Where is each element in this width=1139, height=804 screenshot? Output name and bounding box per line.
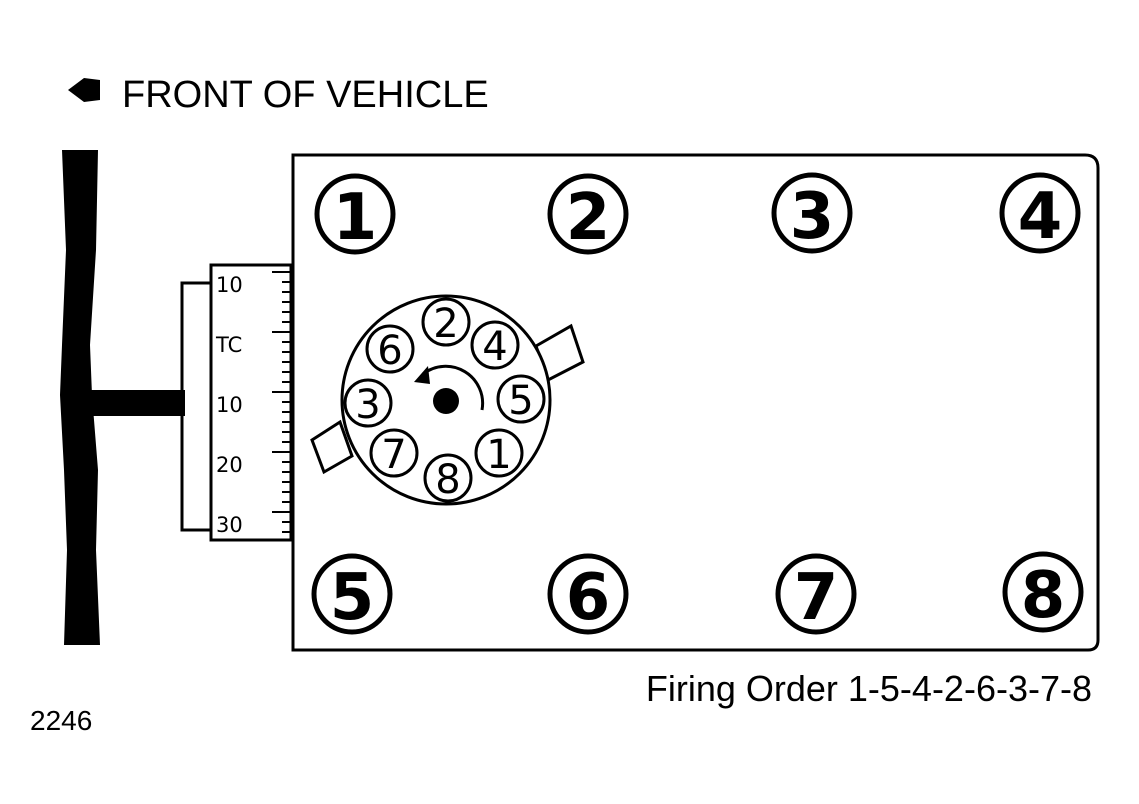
svg-text:6: 6 [566,561,611,635]
cylinder-6: 6 [547,553,629,635]
rotor-center [433,388,459,414]
svg-text:5: 5 [330,561,375,635]
cylinder-3: 3 [771,172,853,254]
distributor-terminal-3: 3 [343,378,393,428]
distributor-terminal-6: 6 [365,324,415,374]
svg-text:3: 3 [355,382,380,428]
firing-order-label: Firing Order 1-5-4-2-6-3-7-8 [646,668,1092,709]
distributor-terminal-1: 1 [474,428,524,478]
cylinder-2: 2 [547,173,629,255]
timing-mark-label: TC [215,333,242,357]
cylinder-5: 5 [311,553,393,635]
radiator-bar [60,150,185,645]
cylinder-4: 4 [999,172,1081,254]
svg-text:5: 5 [508,378,533,424]
rotation-arrow-icon [422,364,485,411]
timing-mark-label: 10 [216,273,243,297]
distributor-terminal-8: 8 [423,453,473,503]
svg-text:2: 2 [566,181,611,255]
svg-text:7: 7 [381,432,406,478]
cylinder-8: 8 [1002,551,1084,633]
timing-mark-label: 10 [216,393,243,417]
svg-text:3: 3 [790,180,835,254]
svg-text:1: 1 [333,181,378,255]
svg-text:8: 8 [1021,559,1066,633]
distributor-cap: 2 4 5 1 8 7 3 6 [310,294,585,506]
svg-text:4: 4 [482,324,507,370]
svg-text:4: 4 [1018,180,1063,254]
svg-text:2: 2 [433,301,458,347]
distributor-terminal-5: 5 [496,374,546,424]
front-of-vehicle-label: FRONT OF VEHICLE [122,74,489,116]
front-arrow-icon [68,78,100,102]
cylinder-7: 7 [775,553,857,635]
distributor-terminal-2: 2 [421,297,471,347]
distributor-terminal-7: 7 [369,428,419,478]
figure-number: 2246 [30,705,92,736]
cylinder-1: 1 [314,173,396,255]
timing-scale: 10 TC 10 20 30 [180,263,293,542]
engine-block [291,153,1100,652]
svg-text:1: 1 [486,432,511,478]
svg-text:8: 8 [435,457,460,503]
timing-mark-label: 30 [216,513,243,537]
svg-text:7: 7 [794,561,839,635]
timing-mark-label: 20 [216,453,243,477]
distributor-terminal-4: 4 [470,320,520,370]
svg-text:6: 6 [377,328,402,374]
